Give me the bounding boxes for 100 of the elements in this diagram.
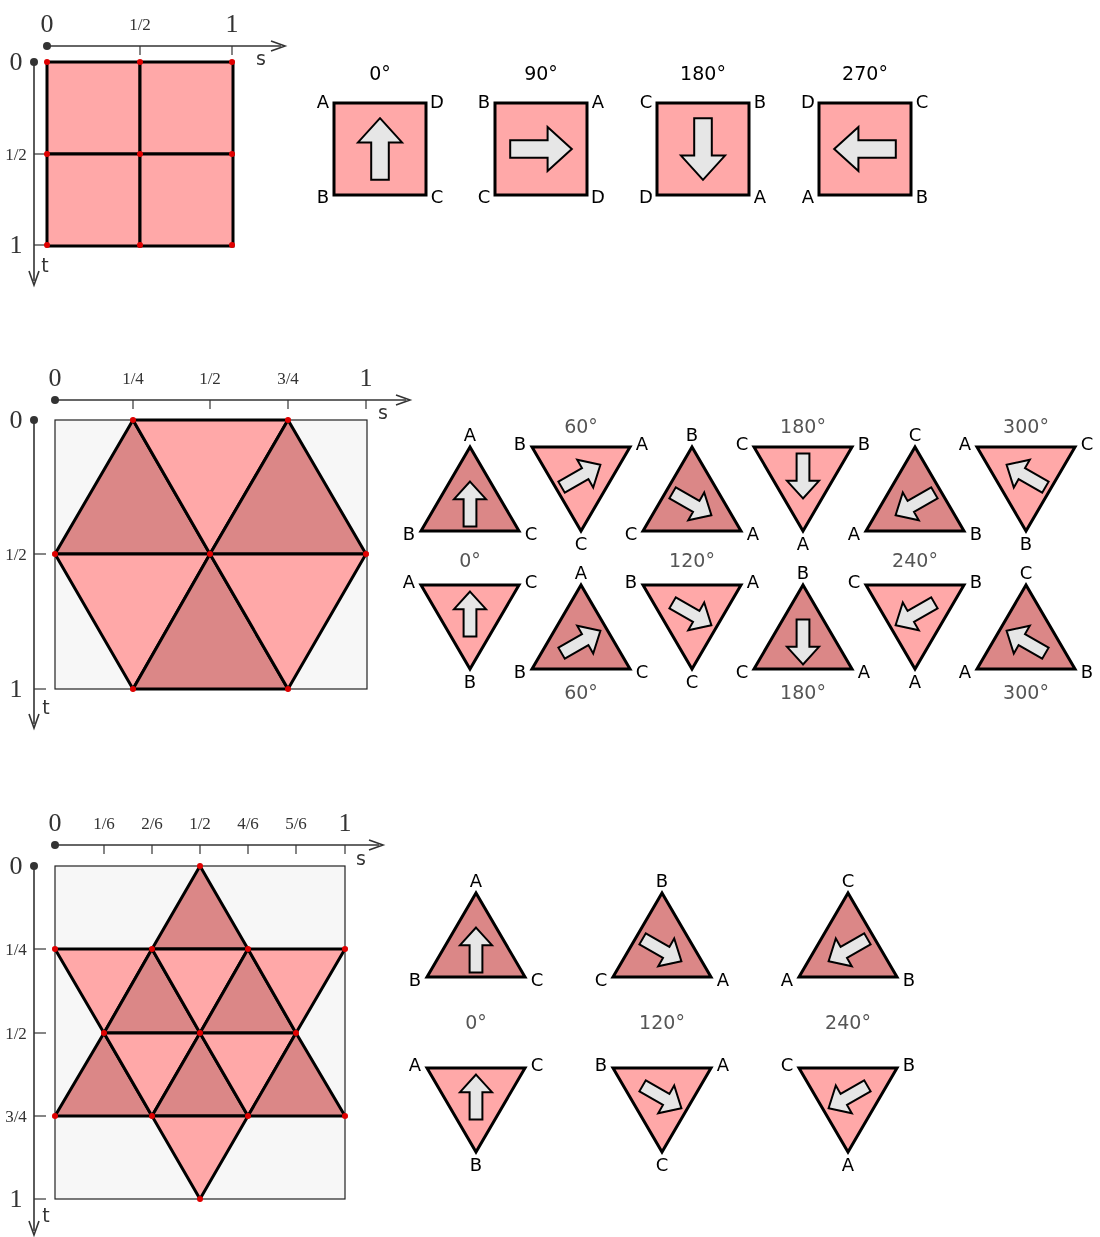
vertex-label: C (685, 673, 699, 691)
vertex-label: C (780, 1056, 794, 1074)
angle-label: 240° (892, 550, 938, 570)
vertex-label: C (624, 525, 638, 543)
vertex-label: B (1080, 663, 1094, 681)
vertex-label: B (513, 663, 527, 681)
vertex-label: A (796, 535, 810, 553)
tick-label: 1 (9, 232, 23, 258)
tick-label: 5/6 (285, 814, 307, 832)
tick-label: 0 (9, 853, 23, 879)
vertex-label: C (735, 435, 749, 453)
vertex-label: B (969, 525, 983, 543)
vertex-label: B (402, 525, 416, 543)
vertex-label: A (716, 1056, 730, 1074)
angle-label: 240° (825, 1012, 871, 1032)
vertex-label: C (635, 663, 649, 681)
tick-label: 1/2 (5, 145, 27, 163)
vertex-label: A (841, 1156, 855, 1174)
tick-label: 1/2 (129, 15, 151, 33)
vertex-label: A (958, 435, 972, 453)
angle-label: 180° (780, 416, 826, 436)
vertex-label: A (746, 573, 760, 591)
vertex-label: D (430, 93, 444, 111)
tick-label: 1 (359, 365, 373, 391)
vertex-label: A (469, 872, 483, 890)
vertex-label: B (513, 435, 527, 453)
vertex-label: B (316, 188, 330, 206)
vertex-label: A (958, 663, 972, 681)
vertex-label: C (594, 971, 608, 989)
vertex-label: A (847, 525, 861, 543)
tick-label: 1/4 (5, 940, 27, 958)
vertex-label: B (969, 573, 983, 591)
vertex-label: A (780, 971, 794, 989)
vertex-label: D (591, 188, 605, 206)
vertex-label: C (524, 525, 538, 543)
axis-label: s (378, 402, 388, 422)
tick-label: 1 (9, 676, 23, 702)
vertex-label: B (463, 673, 477, 691)
vertex-label: A (857, 663, 871, 681)
axis-label: s (356, 848, 366, 868)
angle-label: 0° (465, 1012, 487, 1032)
tick-label: 3/4 (277, 369, 299, 387)
tick-label: 1/6 (93, 814, 115, 832)
angle-label: 90° (524, 63, 558, 83)
vertex-label: C (574, 535, 588, 553)
vertex-label: D (639, 188, 653, 206)
tick-label: 1/2 (199, 369, 221, 387)
vertex-label: B (796, 564, 810, 582)
vertex-label: B (857, 435, 871, 453)
vertex-label: A (463, 426, 477, 444)
vertex-label: C (1080, 435, 1094, 453)
vertex-label: B (915, 188, 929, 206)
vertex-label: A (801, 188, 815, 206)
vertex-label: B (902, 971, 916, 989)
tick-label: 0 (48, 810, 62, 836)
axis-label: t (41, 255, 49, 275)
vertex-label: A (908, 673, 922, 691)
vertex-label: B (753, 93, 767, 111)
vertex-label: C (530, 1056, 544, 1074)
vertex-label: B (1019, 535, 1033, 553)
tick-label: 0 (9, 49, 23, 75)
angle-label: 300° (1003, 682, 1049, 702)
tick-label: 1/2 (5, 1024, 27, 1042)
angle-label: 300° (1003, 416, 1049, 436)
vertex-label: C (530, 971, 544, 989)
tick-label: 1/2 (189, 814, 211, 832)
angle-label: 180° (780, 682, 826, 702)
vertex-label: B (469, 1156, 483, 1174)
axis-label: s (256, 48, 266, 68)
vertex-label: A (746, 525, 760, 543)
tick-label: 2/6 (141, 814, 163, 832)
vertex-label: A (402, 573, 416, 591)
vertex-label: C (639, 93, 653, 111)
tick-label: 1/2 (5, 545, 27, 563)
tick-label: 1 (9, 1186, 23, 1212)
axis-label: t (42, 697, 50, 717)
tick-label: 4/6 (237, 814, 259, 832)
vertex-label: B (685, 426, 699, 444)
vertex-label: A (316, 93, 330, 111)
vertex-label: B (594, 1056, 608, 1074)
vertex-label: C (477, 188, 491, 206)
tick-label: 1 (225, 11, 239, 37)
vertex-label: C (735, 663, 749, 681)
vertex-label: B (477, 93, 491, 111)
vertex-label: A (574, 564, 588, 582)
vertex-label: B (408, 971, 422, 989)
tick-label: 1/4 (122, 369, 144, 387)
vertex-label: C (524, 573, 538, 591)
tick-label: 3/4 (5, 1107, 27, 1125)
angle-label: 120° (669, 550, 715, 570)
angle-label: 120° (639, 1012, 685, 1032)
angle-label: 180° (680, 63, 726, 83)
vertex-label: A (635, 435, 649, 453)
angle-label: 0° (369, 63, 391, 83)
vertex-label: A (753, 188, 767, 206)
tick-label: 0 (48, 365, 62, 391)
angle-label: 0° (459, 550, 481, 570)
vertex-label: A (408, 1056, 422, 1074)
vertex-label: B (902, 1056, 916, 1074)
vertex-label: C (841, 872, 855, 890)
